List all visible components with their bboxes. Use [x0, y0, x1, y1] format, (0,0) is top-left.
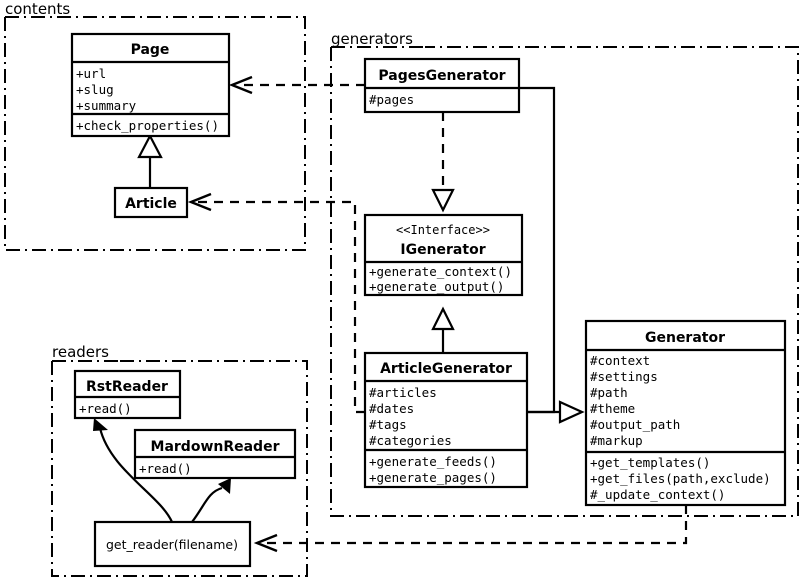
package-readers-border [51, 360, 308, 577]
class-rstreader-box[interactable] [73, 369, 182, 420]
class-igenerator-title: IGenerator [400, 242, 485, 258]
relation-getreader-to-mardownreader [191, 478, 231, 523]
class-mardownreader[interactable]: MardownReader +read() [133, 428, 297, 480]
relation-generator-to-getreader [253, 505, 688, 553]
node-get-reader-box[interactable] [93, 520, 252, 568]
class-page-attr-1: +slug [76, 82, 114, 97]
class-rstreader-title: RstReader [86, 379, 168, 395]
class-articlegenerator-attr-2: #tags [369, 417, 407, 432]
class-generator-attr-3: #theme [590, 401, 635, 416]
class-mardownreader-method-0: +read() [139, 461, 192, 476]
class-generator-attr-1: #settings [590, 369, 658, 384]
class-rstreader[interactable]: RstReader +read() [73, 369, 182, 420]
class-article-box[interactable] [113, 186, 189, 219]
relation-generators-to-generator [519, 86, 585, 424]
relation-articlegenerator-to-article [187, 192, 365, 414]
class-generator-attr-4: #output_path [590, 417, 680, 432]
class-rstreader-method-0: +read() [79, 401, 132, 416]
relation-pagesgenerator-to-igenerator [431, 112, 455, 213]
class-generator-box[interactable] [584, 319, 787, 507]
class-articlegenerator-attr-1: #dates [369, 401, 414, 416]
class-page-attr-0: +url [76, 66, 106, 81]
class-articlegenerator[interactable]: ArticleGenerator #articles #dates #tags … [363, 351, 529, 489]
class-articlegenerator-attr-3: #categories [369, 433, 452, 448]
class-page-title: Page [131, 42, 170, 58]
class-articlegenerator-attr-0: #articles [369, 385, 437, 400]
class-page-attr-2: +summary [76, 98, 137, 113]
package-contents-label: contents [5, 0, 70, 18]
class-generator-method-0: +get_templates() [590, 455, 710, 470]
relation-articlegenerator-to-igenerator [431, 306, 455, 355]
class-igenerator-method-1: +generate_output() [369, 279, 504, 294]
node-get-reader-label: get_reader(filename) [106, 537, 238, 552]
class-generator-attr-5: #markup [590, 433, 643, 448]
class-article-title: Article [125, 196, 177, 212]
class-generator-method-2: #_update_context() [590, 487, 725, 502]
class-generator-attr-2: #path [590, 385, 628, 400]
relation-article-to-page [137, 133, 163, 188]
class-generator-method-1: +get_files(path,exclude) [590, 471, 771, 486]
class-generator[interactable]: Generator #context #settings #path #them… [584, 319, 787, 507]
class-page-method-0: +check_properties() [76, 118, 219, 133]
relation-pagesgenerator-to-page [228, 75, 365, 95]
class-article[interactable]: Article [113, 186, 189, 219]
class-articlegenerator-method-0: +generate_feeds() [369, 454, 497, 469]
class-pagesgenerator[interactable]: PagesGenerator #pages [363, 57, 521, 114]
class-pagesgenerator-box[interactable] [363, 57, 521, 114]
class-igenerator-stereotype: <<Interface>> [396, 223, 490, 237]
class-articlegenerator-box[interactable] [363, 351, 529, 489]
class-generator-attr-0: #context [590, 353, 650, 368]
class-igenerator-box[interactable] [363, 213, 524, 297]
package-generators-border [330, 46, 799, 517]
class-generator-title: Generator [645, 330, 725, 346]
package-readers: readers [51, 343, 308, 577]
package-contents: contents [4, 0, 306, 251]
package-contents-border [4, 16, 306, 251]
package-generators: generators [330, 30, 799, 517]
class-page[interactable]: Page +url +slug +summary +check_properti… [70, 32, 231, 138]
class-pagesgenerator-attr-0: #pages [369, 92, 414, 107]
package-generators-label: generators [331, 30, 413, 48]
class-igenerator-method-0: +generate_context() [369, 264, 512, 279]
relation-getreader-to-rstreader [93, 418, 174, 523]
class-page-box[interactable] [70, 32, 231, 138]
class-pagesgenerator-title: PagesGenerator [378, 68, 505, 84]
class-articlegenerator-method-1: +generate_pages() [369, 470, 497, 485]
node-get-reader[interactable]: get_reader(filename) [93, 520, 252, 568]
class-igenerator[interactable]: <<Interface>> IGenerator +generate_conte… [363, 213, 524, 297]
package-readers-label: readers [52, 343, 109, 361]
class-mardownreader-box[interactable] [133, 428, 297, 480]
class-mardownreader-title: MardownReader [151, 439, 280, 455]
class-articlegenerator-title: ArticleGenerator [380, 361, 512, 377]
